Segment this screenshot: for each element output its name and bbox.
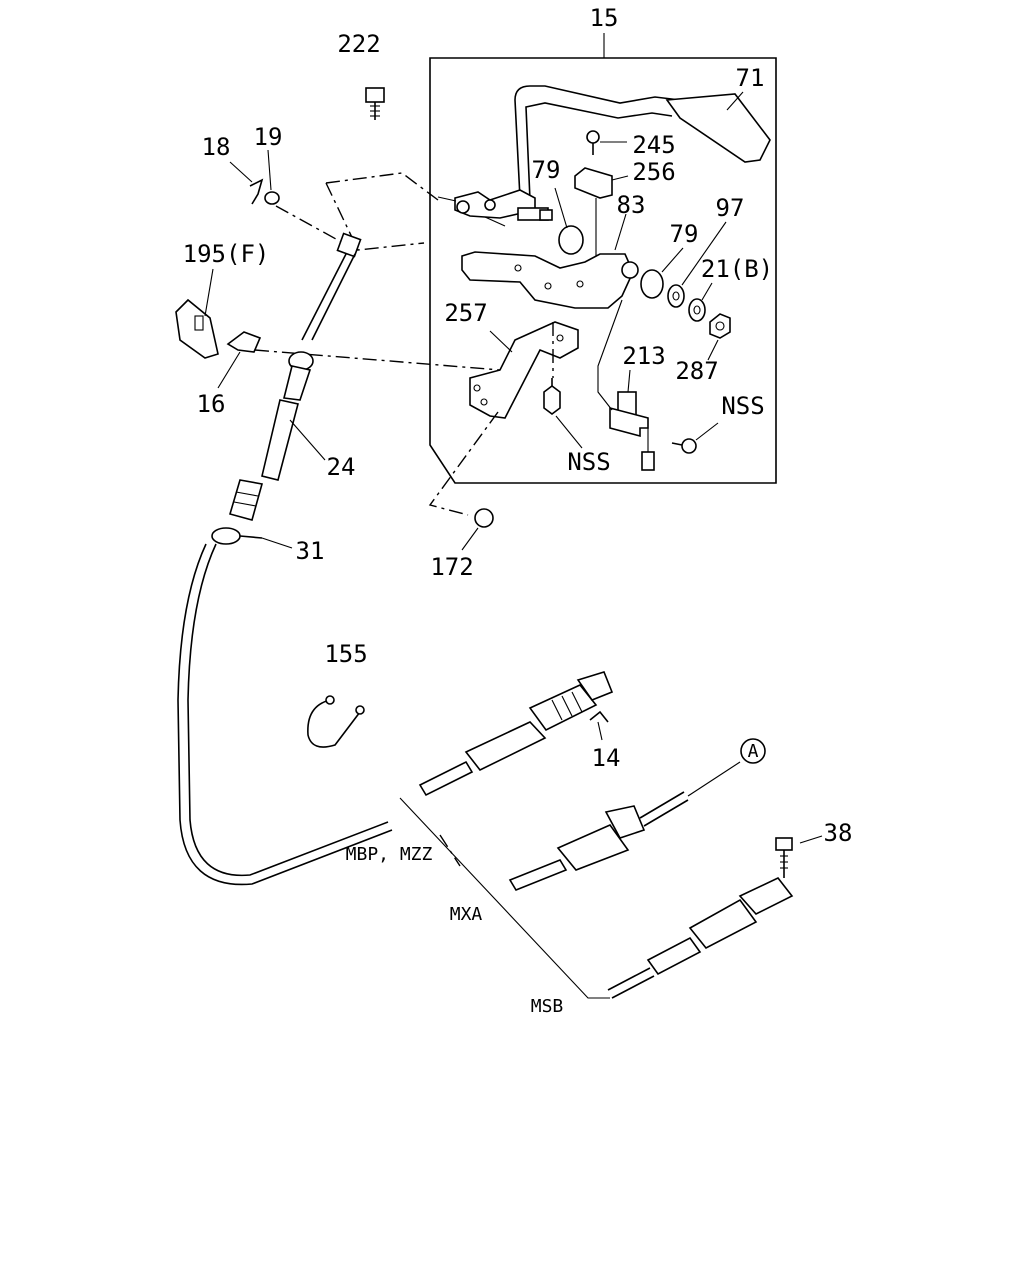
label-256: 256 [632, 158, 675, 186]
nut-287 [707, 313, 731, 361]
label-nss-right: NSS [721, 392, 764, 420]
cable-loop-inner [177, 543, 393, 886]
bolt-nss-lower [543, 378, 583, 449]
bush-79-right [640, 247, 684, 299]
link-line-washer [275, 205, 346, 245]
label-38: 38 [824, 819, 853, 847]
label-21b: 21(B) [701, 255, 773, 283]
link-line-plane [325, 172, 439, 251]
switch-213 [597, 299, 655, 471]
cable-end-msb [607, 835, 823, 999]
label-15: 15 [590, 4, 619, 32]
label-83: 83 [617, 191, 646, 219]
label-19: 19 [254, 123, 283, 151]
label-172: 172 [430, 553, 473, 581]
clip-16 [217, 331, 262, 389]
pedal-lever-71 [514, 85, 771, 201]
label-257: 257 [444, 299, 487, 327]
washer-97 [667, 221, 727, 308]
bush-79-left [554, 187, 584, 255]
label-79-right: 79 [670, 220, 699, 248]
washer-19 [264, 149, 280, 205]
label-nss-lower: NSS [567, 448, 610, 476]
label-14: 14 [592, 744, 621, 772]
label-222: 222 [337, 30, 380, 58]
label-18: 18 [202, 133, 231, 161]
bolt-172 [461, 508, 494, 551]
bolt-nss-right [671, 422, 719, 454]
washer-21b [688, 282, 713, 322]
variant-lead-line [399, 797, 610, 999]
clip-256 [574, 167, 629, 265]
cable-end-mxa [508, 738, 766, 891]
label-mbp-mzz: MBP, MZZ [346, 844, 433, 865]
screw-245 [586, 130, 627, 155]
bolt-222 [365, 87, 385, 120]
cable-24 [261, 232, 362, 481]
pivot-shaft [437, 189, 553, 227]
clip-18 [229, 161, 264, 205]
label-79-left: 79 [532, 156, 561, 184]
label-16: 16 [197, 390, 226, 418]
stop-bracket-257 [469, 321, 579, 419]
bracket-195f [175, 268, 219, 359]
cable-fitting-31 [211, 479, 293, 549]
variant-dash-line [439, 834, 461, 867]
label-a: A [748, 741, 759, 762]
cable-loop [187, 543, 389, 877]
pedal-bracket [461, 213, 639, 309]
label-287: 287 [675, 357, 718, 385]
assembly-box-15 [429, 33, 777, 484]
link-line-172 [428, 411, 499, 516]
label-24: 24 [327, 453, 356, 481]
label-mxa: MXA [450, 904, 483, 925]
cable-end-mbp [418, 671, 614, 797]
label-155: 155 [324, 640, 367, 668]
label-213: 213 [622, 342, 665, 370]
label-msb: MSB [531, 996, 564, 1017]
label-245: 245 [632, 131, 675, 159]
label-71: 71 [736, 64, 765, 92]
clip-155 [307, 695, 365, 748]
label-31: 31 [296, 537, 325, 565]
label-97: 97 [716, 194, 745, 222]
label-195f: 195(F) [183, 240, 270, 268]
